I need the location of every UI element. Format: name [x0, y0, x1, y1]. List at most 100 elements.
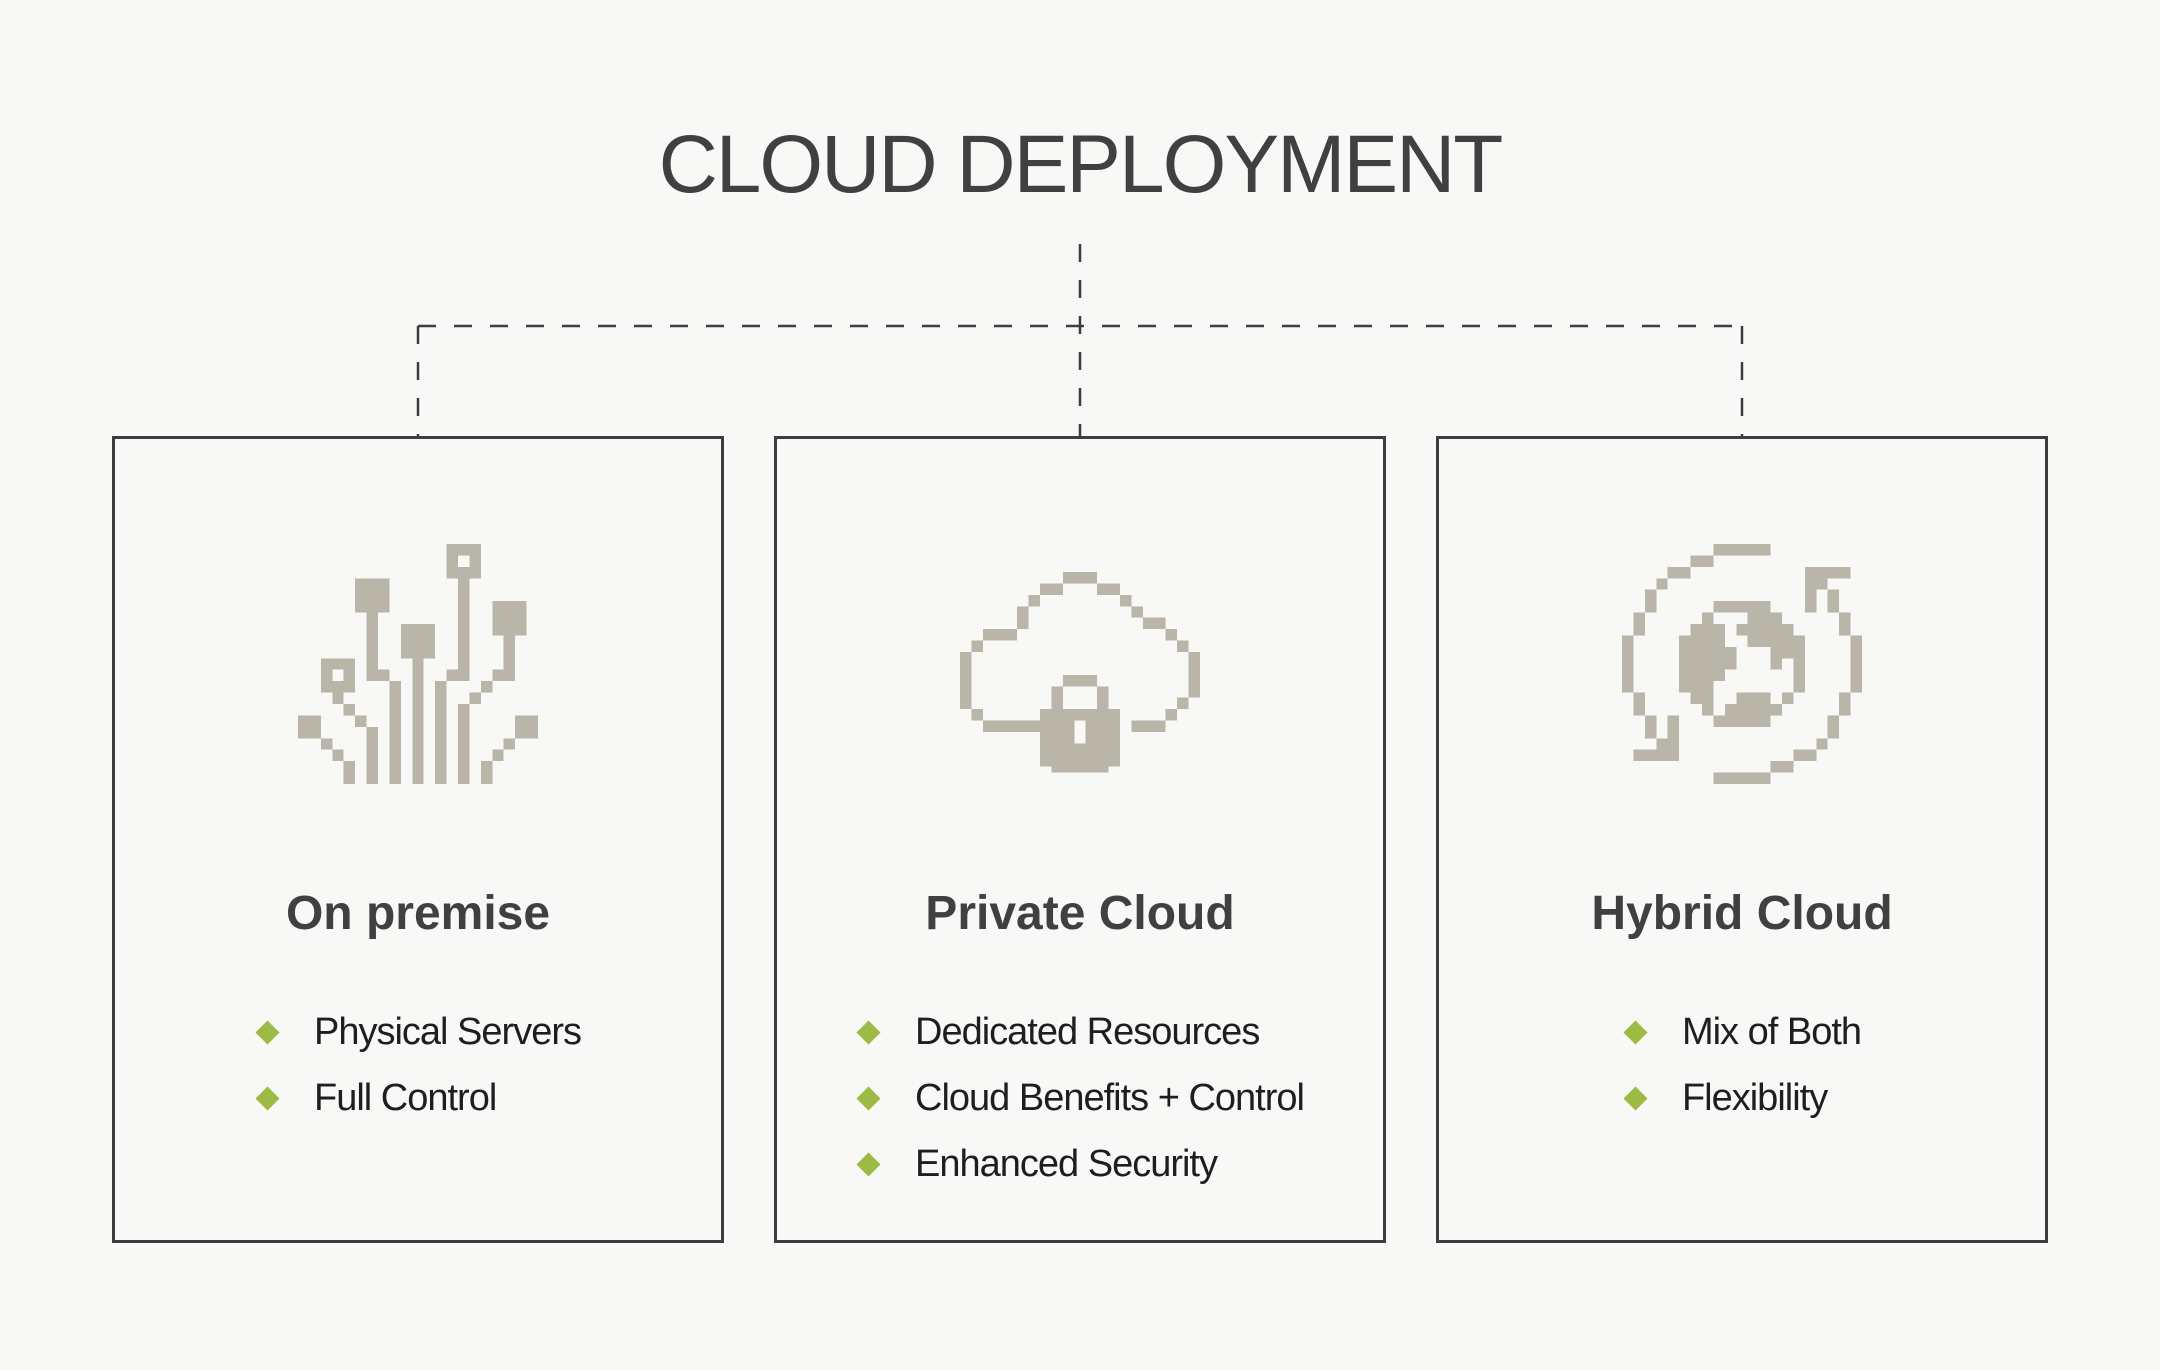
icon-pixel: [1165, 629, 1178, 641]
diamond-bullet-icon: [255, 1019, 280, 1045]
icon-pixel: [1770, 761, 1794, 773]
icon-pixel: [435, 681, 447, 784]
icon-pixel: [1679, 658, 1737, 670]
icon-pixel: [1051, 686, 1063, 710]
icon-pixel: [355, 715, 367, 727]
icon-pixel: [480, 681, 493, 693]
icon-pixel: [1839, 612, 1851, 636]
diamond-bullet-icon: [856, 1019, 881, 1045]
icon-pixel: [1097, 686, 1109, 710]
icon-pixel: [503, 738, 516, 750]
icon-pixel: [1747, 612, 1782, 624]
icon-pixel: [1793, 658, 1805, 670]
icon-pixel: [1793, 681, 1805, 693]
icon-pixel: [1622, 635, 1634, 693]
icon-pixel: [1770, 646, 1805, 659]
icon-pixel: [1724, 704, 1782, 716]
icon-pixel: [320, 738, 333, 750]
icon-pixel: [343, 704, 356, 716]
diamond-bullet-icon: [856, 1085, 881, 1111]
icon-pixel: [400, 624, 436, 659]
list-item: Enhanced Security: [856, 1131, 1304, 1197]
icon-pixel: [458, 704, 470, 784]
icon-pixel: [1040, 583, 1063, 595]
icon-pixel: [1690, 624, 1725, 636]
icon-pixel: [298, 715, 321, 739]
diagram-title: CLOUD DEPLOYMENT: [658, 119, 1504, 210]
icon-pixel: [1736, 692, 1771, 704]
icon-pixel: [1633, 749, 1680, 762]
diamond-bullet-icon: [1623, 1019, 1648, 1045]
list-item-text: Mix of Both: [1681, 1010, 1862, 1053]
list-item: Cloud Benefits + Control: [856, 1065, 1305, 1131]
icon-pixel: [1713, 601, 1771, 613]
icon-pixel: [971, 640, 983, 652]
icon-pixel: [1656, 738, 1680, 750]
circuit-icon: [298, 544, 538, 784]
icon-pixel: [1017, 606, 1029, 630]
icon-pixel: [1804, 589, 1817, 613]
icon-pixel: [492, 669, 504, 682]
icon-pixel: [366, 726, 378, 784]
icon-pixel: [343, 761, 356, 784]
icon-pixel: [515, 715, 538, 739]
icon-pixel: [982, 720, 1040, 732]
icon-pixel: [1850, 635, 1862, 693]
card-heading: Hybrid Cloud: [1591, 887, 1893, 940]
icon-pixel: [1142, 617, 1166, 630]
icon-pixel: [378, 669, 390, 682]
icon-pixel: [389, 681, 401, 784]
icon-pixel: [1644, 589, 1657, 613]
icon-cutout: [1074, 720, 1086, 744]
icon-pixel: [1656, 578, 1668, 590]
list-item: Mix of Both: [1623, 999, 1862, 1065]
icon-pixel: [1177, 697, 1189, 710]
icon-pixel: [1062, 674, 1098, 687]
list-item: Physical Servers: [255, 999, 582, 1065]
icon-pixel: [492, 749, 504, 762]
icon-pixel: [1131, 606, 1143, 618]
icon-pixel: [503, 635, 516, 682]
icon-pixel: [480, 761, 493, 784]
diamond-bullet-icon: [1623, 1085, 1648, 1111]
diamond-bullet-icon: [856, 1151, 881, 1177]
card-private-cloud: Private Cloud Dedicated Resources Cloud …: [774, 436, 1386, 1243]
icon-pixel: [1062, 572, 1098, 584]
icon-pixel: [469, 692, 481, 704]
icon-pixel: [1679, 635, 1725, 647]
list-item: Full Control: [255, 1065, 581, 1131]
icon-pixel: [1667, 715, 1680, 739]
diamond-bullet-icon: [255, 1085, 280, 1111]
icon-pixel: [960, 652, 972, 710]
icon-pixel: [1690, 555, 1714, 567]
icon-pixel: [366, 612, 378, 682]
icon-pixel: [1702, 612, 1714, 624]
icon-pixel: [1816, 738, 1828, 750]
icon-pixel: [492, 601, 527, 636]
icon-pixel: [1667, 566, 1691, 579]
icon-pixel: [332, 692, 344, 704]
icon-pixel: [1097, 583, 1120, 595]
icon-pixel: [355, 578, 390, 613]
icon-pixel: [1713, 544, 1771, 556]
icon-pixel: [1702, 704, 1714, 716]
list-item-text: Enhanced Security: [915, 1142, 1218, 1185]
list-item-text: Full Control: [314, 1076, 497, 1119]
icon-pixel: [971, 709, 983, 721]
icon-pixel: [982, 629, 1018, 641]
icon-pixel: [1804, 566, 1851, 579]
card-hybrid-cloud: Hybrid Cloud Mix of Both Flexibility: [1436, 436, 2048, 1243]
icon-pixel: [1120, 594, 1132, 607]
list-item-text: Flexibility: [1681, 1076, 1828, 1119]
cloud-lock-icon: [960, 544, 1200, 784]
icon-cutout: [458, 555, 470, 567]
feature-list: Physical Servers Full Control: [115, 999, 721, 1131]
icon-pixel: [1793, 669, 1805, 682]
icon-pixel: [1188, 652, 1200, 698]
icon-pixel: [1165, 709, 1178, 721]
icon-pixel: [1793, 749, 1817, 762]
icon-pixel: [332, 749, 344, 762]
list-item: Dedicated Resources: [856, 999, 1304, 1065]
icon-pixel: [1782, 692, 1794, 704]
icon-pixel: [1713, 772, 1771, 784]
